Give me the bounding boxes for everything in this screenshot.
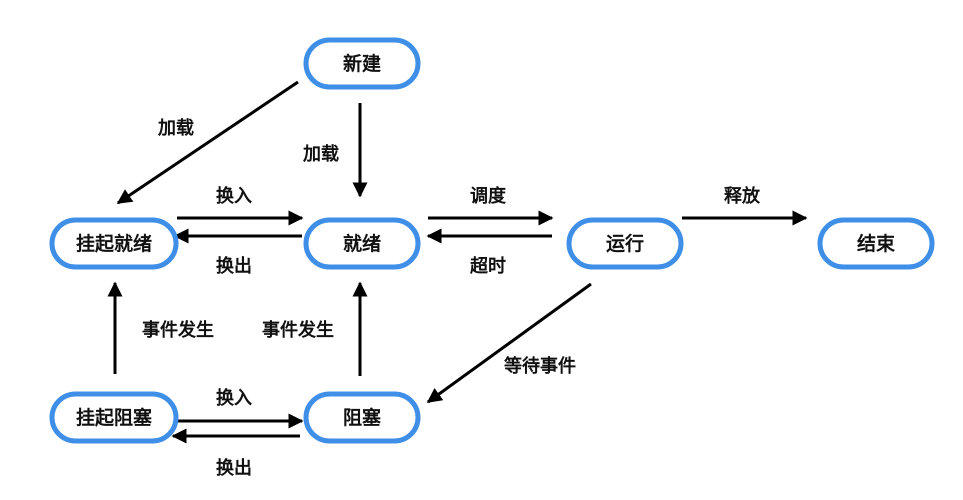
node-blocked: 阻塞 [303, 391, 421, 444]
node-ready: 就绪 [303, 217, 421, 270]
edge-label-running-to-ready: 超时 [470, 255, 506, 277]
edge-label-suspended-ready-to-ready: 换入 [216, 185, 252, 207]
edge-label-ready-to-running: 调度 [470, 185, 507, 207]
edge-running-to-blocked [426, 282, 592, 404]
edge-label-blocked-to-suspended-blocked: 换出 [216, 457, 252, 479]
edge-label-suspended-blocked-to-suspended-ready: 事件发生 [142, 319, 214, 341]
node-blocked-label: 阻塞 [343, 406, 382, 429]
node-terminated-label: 结束 [857, 232, 896, 255]
edge-label-new-to-ready: 加载 [302, 143, 339, 165]
node-new: 新建 [303, 37, 421, 90]
node-ready-label: 就绪 [343, 232, 381, 255]
node-terminated: 结束 [817, 217, 935, 270]
edge-new-to-suspended-ready [116, 80, 299, 205]
edge-label-suspended-blocked-to-blocked: 换入 [216, 387, 252, 409]
edge-label-running-to-terminated: 释放 [724, 185, 761, 207]
node-suspended-ready: 挂起就绪 [49, 217, 179, 270]
edge-label-ready-to-suspended-ready: 换出 [216, 255, 252, 277]
node-new-label: 新建 [343, 52, 381, 75]
edge-label-running-to-blocked: 等待事件 [504, 355, 576, 377]
node-suspended-blocked-label: 挂起阻塞 [76, 406, 153, 429]
node-running: 运行 [566, 217, 684, 270]
edge-label-new-to-suspended-ready: 加载 [157, 117, 194, 139]
node-suspended-blocked: 挂起阻塞 [49, 391, 179, 444]
edge-label-blocked-to-ready: 事件发生 [262, 319, 334, 341]
node-running-label: 运行 [606, 232, 644, 255]
node-suspended-ready-label: 挂起就绪 [76, 232, 152, 255]
